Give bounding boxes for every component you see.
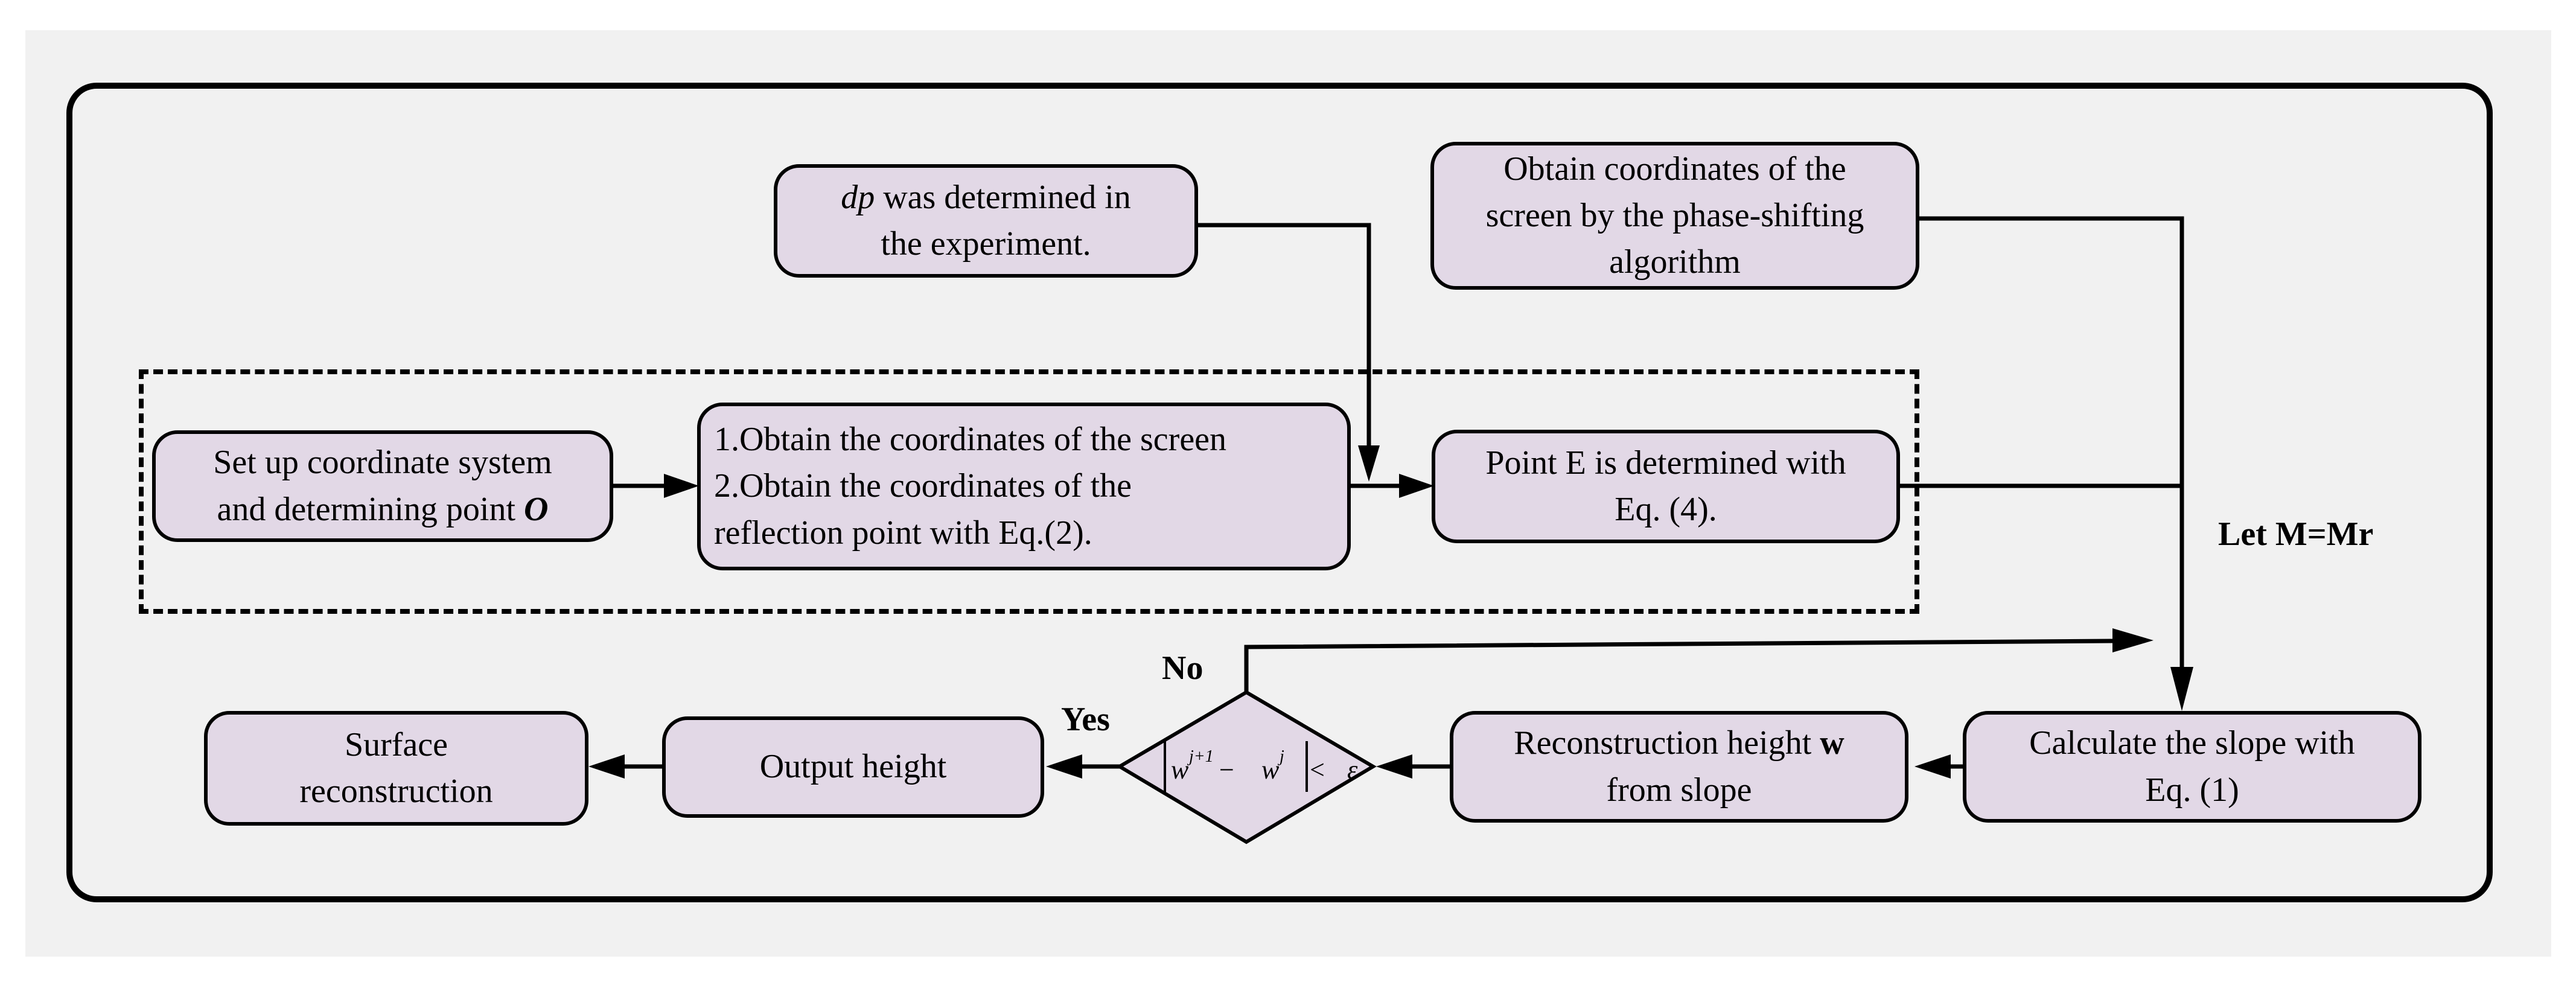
connector-no-loop bbox=[1244, 639, 2113, 692]
box-reconstruction-height: Reconstruction height w from slope bbox=[1450, 711, 1908, 823]
label-no: No bbox=[1162, 649, 1204, 687]
point-e-text: Point E is determined with Eq. (4). bbox=[1485, 444, 1846, 528]
box-surface-reconstruction: Surface reconstruction bbox=[204, 711, 588, 826]
box-obtain-coordinates: 1.Obtain the coordinates of the screen 2… bbox=[697, 403, 1351, 570]
surface-reconstruction-text: Surface reconstruction bbox=[299, 725, 493, 810]
formula-w-term1: w bbox=[1171, 755, 1189, 785]
recon-line2: from slope bbox=[1606, 771, 1752, 809]
outer-frame bbox=[66, 83, 2493, 902]
label-yes: Yes bbox=[1061, 701, 1110, 738]
box-setup-coordinate: Set up coordinate system and determining… bbox=[152, 430, 613, 542]
arrowhead-dp-pointE bbox=[1358, 445, 1380, 482]
calculate-slope-text: Calculate the slope with Eq. (1) bbox=[2029, 724, 2355, 809]
box-dp-determined: dp was determined in the experiment. bbox=[774, 164, 1198, 278]
recon-text: Reconstruction height bbox=[1514, 724, 1820, 762]
output-height-text: Output height bbox=[759, 748, 947, 786]
dp-rest: was determined in the experiment. bbox=[881, 178, 1131, 263]
setup-text: Set up coordinate system and determining… bbox=[213, 444, 552, 528]
recon-w-bold: w bbox=[1820, 724, 1844, 762]
box-point-e: Point E is determined with Eq. (4). bbox=[1432, 430, 1900, 543]
connector-phase-to-slope bbox=[1919, 216, 2184, 667]
arrowhead-output-surface bbox=[588, 754, 625, 779]
dp-italic: dp bbox=[841, 178, 875, 216]
box-output-height: Output height bbox=[662, 716, 1044, 818]
formula-sup1: j+1 bbox=[1187, 747, 1214, 766]
obtain-coordinates-text: 1.Obtain the coordinates of the screen 2… bbox=[714, 421, 1227, 552]
label-let-m-mr: Let M=Mr bbox=[2218, 515, 2374, 553]
arrowhead-setup-obtain bbox=[664, 474, 699, 498]
formula-sup2: j bbox=[1278, 747, 1284, 766]
arrowhead-main-slope bbox=[2170, 667, 2193, 711]
formula-epsilon: ε bbox=[1347, 755, 1358, 785]
decision-formula: w j+1 − w j < ε bbox=[1164, 741, 1358, 792]
formula-lt: < bbox=[1310, 755, 1325, 785]
formula-w-term2: w bbox=[1261, 755, 1280, 785]
formula-minus: − bbox=[1219, 755, 1234, 785]
arrowhead-recon-decision bbox=[1376, 754, 1412, 779]
arrowhead-obtain-pointE bbox=[1399, 474, 1434, 498]
box-calculate-slope: Calculate the slope with Eq. (1) bbox=[1963, 711, 2421, 823]
box-phase-shifting: Obtain coordinates of the screen by the … bbox=[1430, 142, 1919, 290]
point-o-label: O bbox=[524, 490, 549, 528]
phase-shifting-text: Obtain coordinates of the screen by the … bbox=[1485, 150, 1864, 281]
decision-diamond bbox=[1116, 690, 1377, 844]
dashed-group-region bbox=[139, 369, 1919, 614]
connector-dp-to-pointE bbox=[1198, 223, 1371, 450]
arrowhead-decision-output bbox=[1046, 754, 1082, 779]
arrowhead-slope-recon bbox=[1914, 754, 1951, 779]
arrowhead-no-loop bbox=[2112, 628, 2154, 652]
